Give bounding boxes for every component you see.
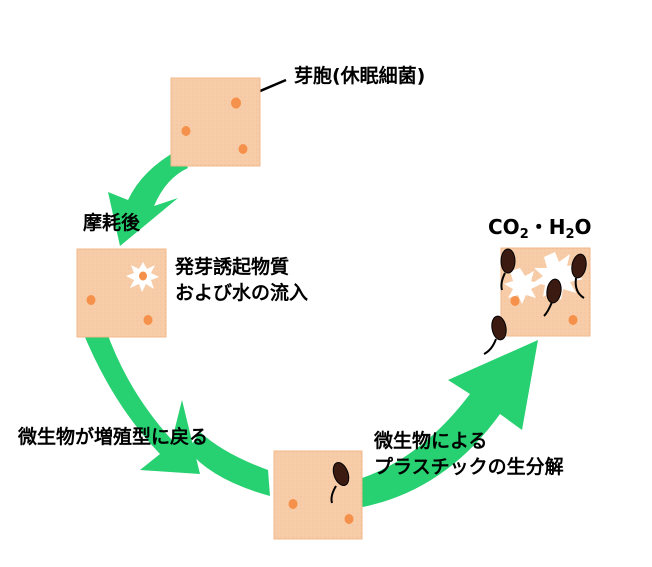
- spore-dot: [86, 295, 96, 305]
- burst-icon: [504, 268, 541, 304]
- spore-dot: [288, 499, 298, 509]
- spore-dot: [231, 97, 241, 109]
- bacterium-icon: [483, 315, 507, 355]
- bacterium-icon: [571, 253, 587, 299]
- germinant-label-line1: 発芽誘起物質: [175, 256, 290, 278]
- after-abrasion-label: 摩耗後: [83, 212, 141, 234]
- o-text: O: [574, 215, 592, 239]
- tile-abraded: [76, 248, 167, 338]
- spore-dot: [568, 315, 578, 325]
- arrow-abraded-to-vegetative: [82, 330, 200, 474]
- co-subscript: 2: [519, 227, 529, 242]
- cycle-arrows: [82, 150, 538, 508]
- tile-vegetative: [273, 450, 363, 540]
- germinant-label: 発芽誘起物質 および水の流入: [175, 254, 308, 306]
- h-subscript: 2: [565, 227, 575, 242]
- co-text: CO: [488, 215, 520, 239]
- arrow-spore-to-abraded: [108, 150, 188, 246]
- h-text: ・H: [528, 215, 566, 239]
- bacterium-icon: [330, 461, 350, 504]
- vegetative-return-label: 微生物が増殖型に戻る: [18, 426, 209, 448]
- germinant-label-line2: および水の流入: [175, 282, 309, 304]
- biodegradation-label-line2: プラスチックの生分解: [374, 456, 564, 478]
- biodegradation-label: 微生物による プラスチックの生分解: [374, 428, 564, 480]
- spore-dot: [510, 296, 520, 306]
- spore-label: 芽胞(休眠細菌): [294, 65, 426, 87]
- bacterium-icon: [500, 248, 516, 291]
- spore-dot: [143, 315, 153, 325]
- tile-degradation: [483, 247, 591, 355]
- bacterium-icon: [543, 278, 562, 317]
- spore-dot: [238, 144, 248, 154]
- products-label: CO2・H2O: [488, 211, 592, 242]
- burst-icon: [533, 252, 583, 300]
- spore-dot: [344, 514, 354, 524]
- biodegradation-label-line1: 微生物による: [374, 430, 488, 452]
- arrow-vegetative-to-degradation: [188, 432, 270, 496]
- tile-spore: [170, 77, 261, 167]
- arrow-vegetative-to-degradation-2: [356, 340, 538, 508]
- spore-dot: [181, 126, 191, 136]
- spore-dot: [139, 271, 147, 281]
